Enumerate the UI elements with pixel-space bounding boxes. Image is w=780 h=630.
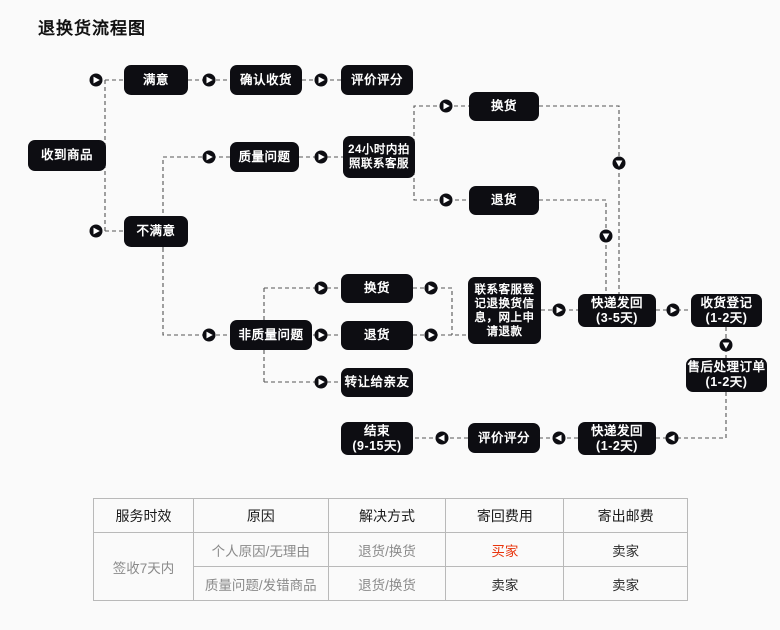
node-aftersale-order[interactable]: 售后处理订单 (1-2天) [686,358,767,392]
cell-ship-fee: 卖家 [563,532,688,567]
header-solution: 解决方式 [327,498,447,533]
node-rating-bottom[interactable]: 评价评分 [468,423,540,453]
cell-return-fee: 卖家 [445,566,565,601]
cell-solution: 退货/换货 [327,566,447,601]
cell-reason: 个人原因/无理由 [193,532,329,567]
table-header-row: 服务时效 原因 解决方式 寄回费用 寄出邮费 [93,498,688,533]
node-ship-back-1-2[interactable]: 快递发回 (1-2天) [578,422,656,455]
node-satisfied[interactable]: 满意 [124,65,188,95]
node-confirm-receipt[interactable]: 确认收货 [230,65,302,95]
node-photo-contact-24h[interactable]: 24小时内拍 照联系客服 [343,136,415,178]
node-unsatisfied[interactable]: 不满意 [124,216,188,247]
node-exchange-nonquality[interactable]: 换货 [341,274,413,303]
header-service-timeframe: 服务时效 [93,498,194,533]
cell-ship-fee: 卖家 [563,566,688,601]
header-reason: 原因 [193,498,329,533]
page-title: 退换货流程图 [38,19,146,38]
cell-timeframe: 签收7天内 [93,532,194,601]
cell-reason: 质量问题/发错商品 [193,566,329,601]
node-end[interactable]: 结束 (9-15天) [341,422,413,455]
header-ship-fee: 寄出邮费 [563,498,688,533]
table-row: 质量问题/发错商品 退货/换货 卖家 卖家 [94,566,688,601]
cell-return-fee: 买家 [445,532,565,567]
cell-solution: 退货/换货 [327,532,447,567]
header-return-fee: 寄回费用 [445,498,565,533]
node-return-nonquality[interactable]: 退货 [341,321,413,350]
node-non-quality-issue[interactable]: 非质量问题 [230,320,312,350]
policy-table: 服务时效 原因 解决方式 寄回费用 寄出邮费 签收7天内 个人原因/无理由 退货… [93,498,688,601]
node-exchange-quality[interactable]: 换货 [469,92,539,121]
node-rating-top[interactable]: 评价评分 [341,65,413,95]
node-transfer-to-friend[interactable]: 转让给亲友 [341,368,413,397]
node-quality-issue[interactable]: 质量问题 [230,142,299,172]
arrow-markers [89,73,733,445]
flowchart-canvas: .ln{stroke:#555;stroke-width:1.1;stroke-… [28,65,767,455]
node-ship-back-3-5[interactable]: 快递发回 (3-5天) [578,294,656,327]
node-return-quality[interactable]: 退货 [469,186,539,215]
table-row: 签收7天内 个人原因/无理由 退货/换货 买家 卖家 [93,532,688,601]
node-received[interactable]: 收到商品 [28,140,106,171]
node-receipt-registration[interactable]: 收货登记 (1-2天) [691,294,762,327]
node-contact-service-register[interactable]: 联系客服登 记退换货信 息，网上申 请退款 [468,277,541,344]
